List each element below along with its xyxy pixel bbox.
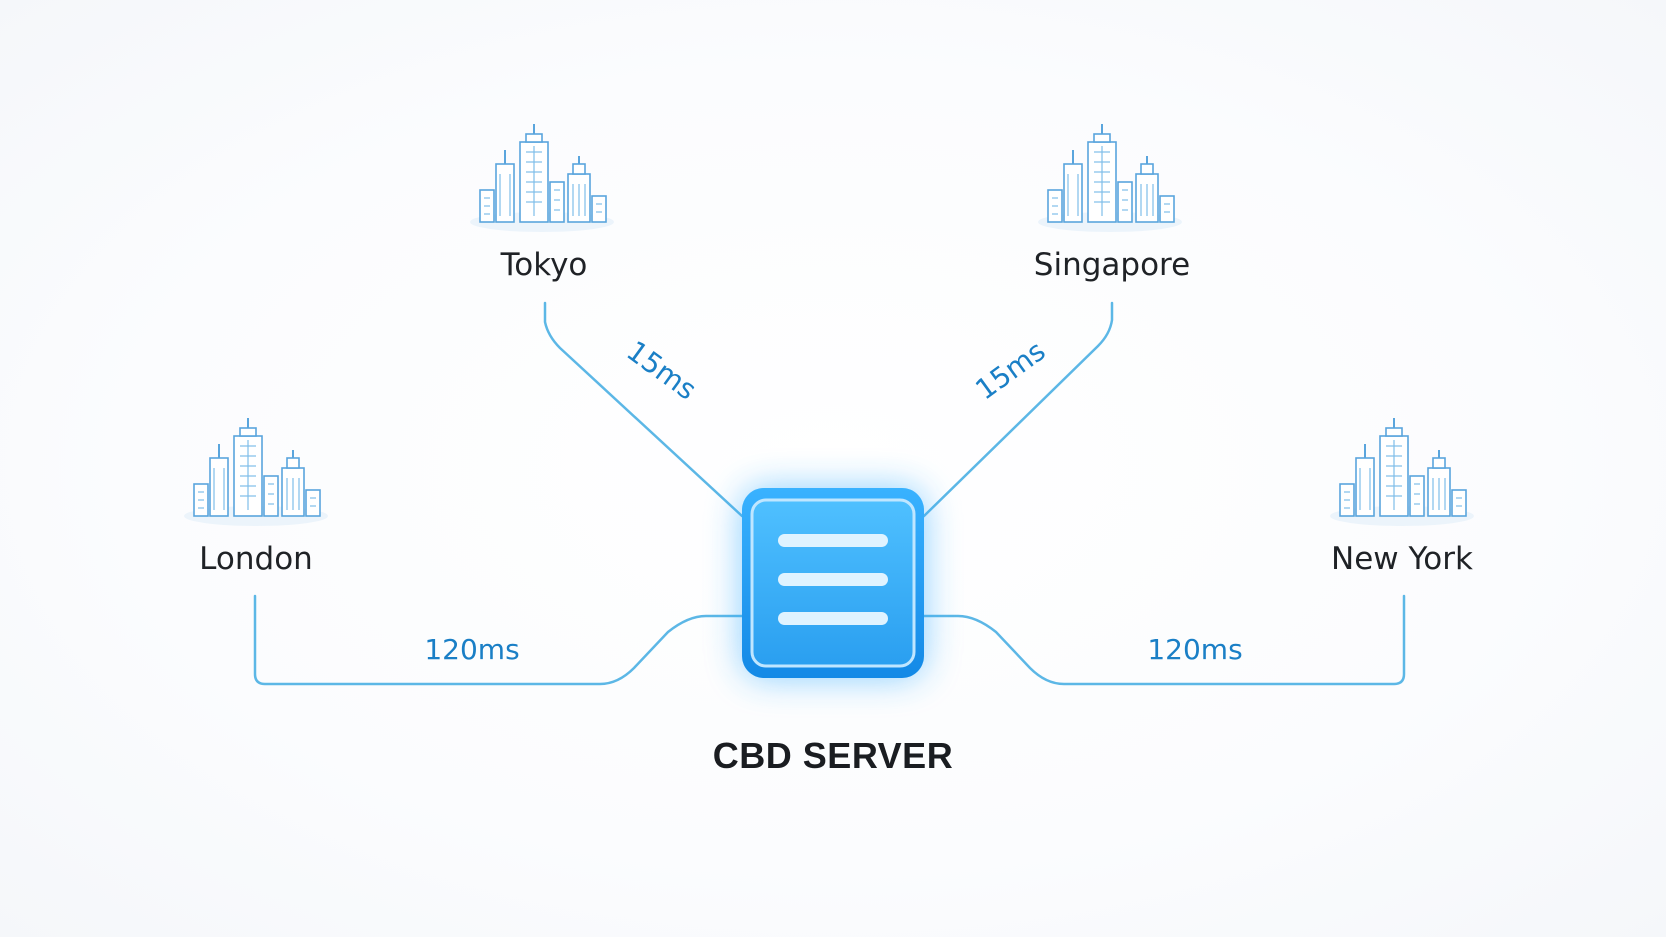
city-skyline-icon-singapore <box>1037 123 1183 233</box>
city-skyline-icon-tokyo <box>469 123 615 233</box>
city-label-london: London <box>199 541 313 577</box>
latency-label-singapore: 15ms <box>969 334 1051 406</box>
server-label: CBD SERVER <box>713 735 953 776</box>
city-label-new-york: New York <box>1331 541 1473 577</box>
city-skyline-icon-new-york <box>1329 417 1475 527</box>
city-skyline-icon-london <box>183 417 329 527</box>
latency-label-new-york: 120ms <box>1147 633 1242 666</box>
latency-label-london: 120ms <box>424 633 519 666</box>
city-label-tokyo: Tokyo <box>500 247 588 283</box>
link-new-york <box>922 594 1406 686</box>
latency-label-tokyo: 15ms <box>621 334 703 406</box>
link-singapore <box>922 301 1114 518</box>
city-label-singapore: Singapore <box>1034 247 1190 283</box>
link-tokyo <box>543 301 744 518</box>
link-london <box>253 594 744 686</box>
server-icon <box>742 488 924 678</box>
